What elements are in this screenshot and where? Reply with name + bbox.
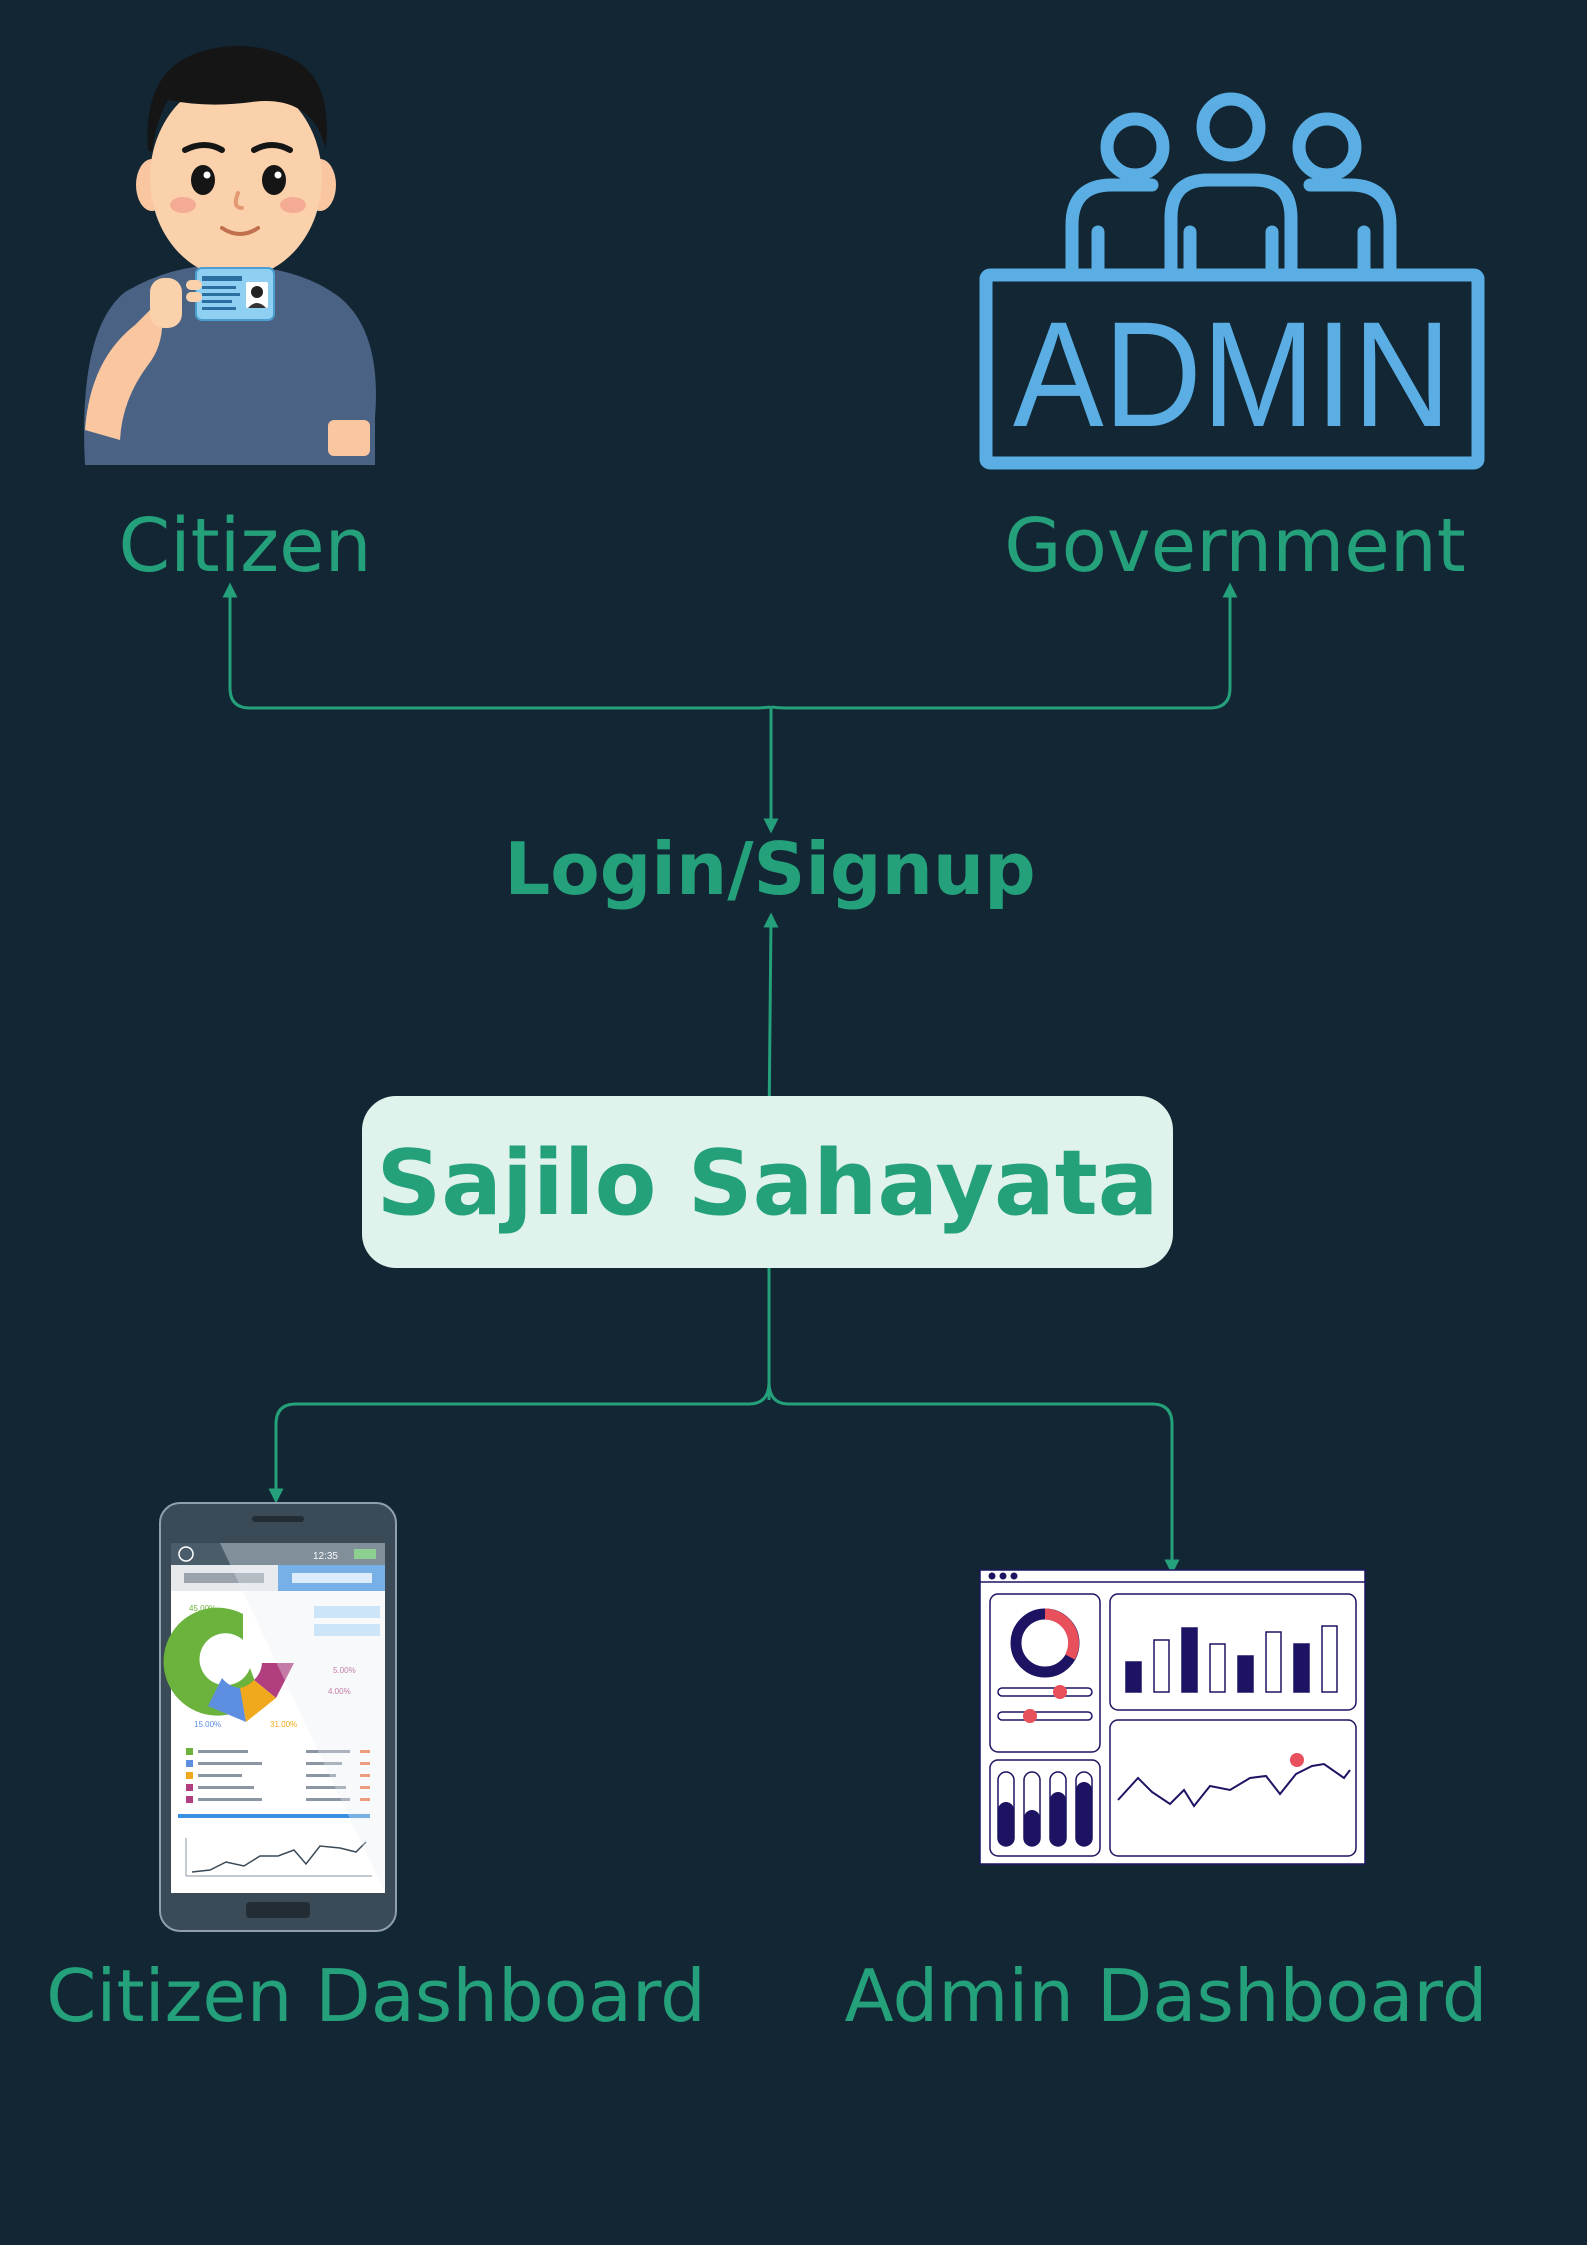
admin-dashboard-label: Admin Dashboard: [844, 1954, 1488, 2038]
admin-group-icon: [979, 92, 1485, 470]
admin-badge-text: ADMIN: [1013, 290, 1451, 458]
login-signup-label: Login/Signup: [504, 827, 1036, 911]
phone-chart-label: 15.00%: [194, 1720, 221, 1729]
citizen-icon: [84, 45, 376, 465]
phone-chart-label: 5.00%: [333, 1666, 356, 1675]
arrow-to-citizen-dashboard: [268, 1381, 771, 1504]
phone-donut-chart: [163, 1607, 296, 1722]
connectors: [222, 582, 1238, 1575]
citizen-dashboard-label: Citizen Dashboard: [46, 1954, 706, 2038]
desktop-dashboard-icon: [979, 1569, 1366, 1865]
citizen-label: Citizen: [118, 503, 372, 589]
phone-chart-label: 31.00%: [270, 1720, 297, 1729]
government-label: Government: [1004, 503, 1466, 589]
arrow-to-government: [769, 582, 1238, 710]
arrow-login-app: [761, 912, 779, 1133]
arrow-to-admin-dashboard: [767, 1381, 1180, 1575]
phone-time: 12:35: [313, 1551, 338, 1562]
app-node-box: [362, 1096, 1173, 1268]
arrow-to-citizen: [222, 582, 773, 710]
phone-dashboard-icon: 12:35 45.00% 5.00% 4.00% 15.00% 31.00%: [159, 1502, 397, 1932]
phone-chart-label: 4.00%: [328, 1687, 351, 1696]
app-title: Sajilo Sahayata: [376, 1131, 1159, 1236]
phone-chart-label: 45.00%: [189, 1604, 216, 1613]
